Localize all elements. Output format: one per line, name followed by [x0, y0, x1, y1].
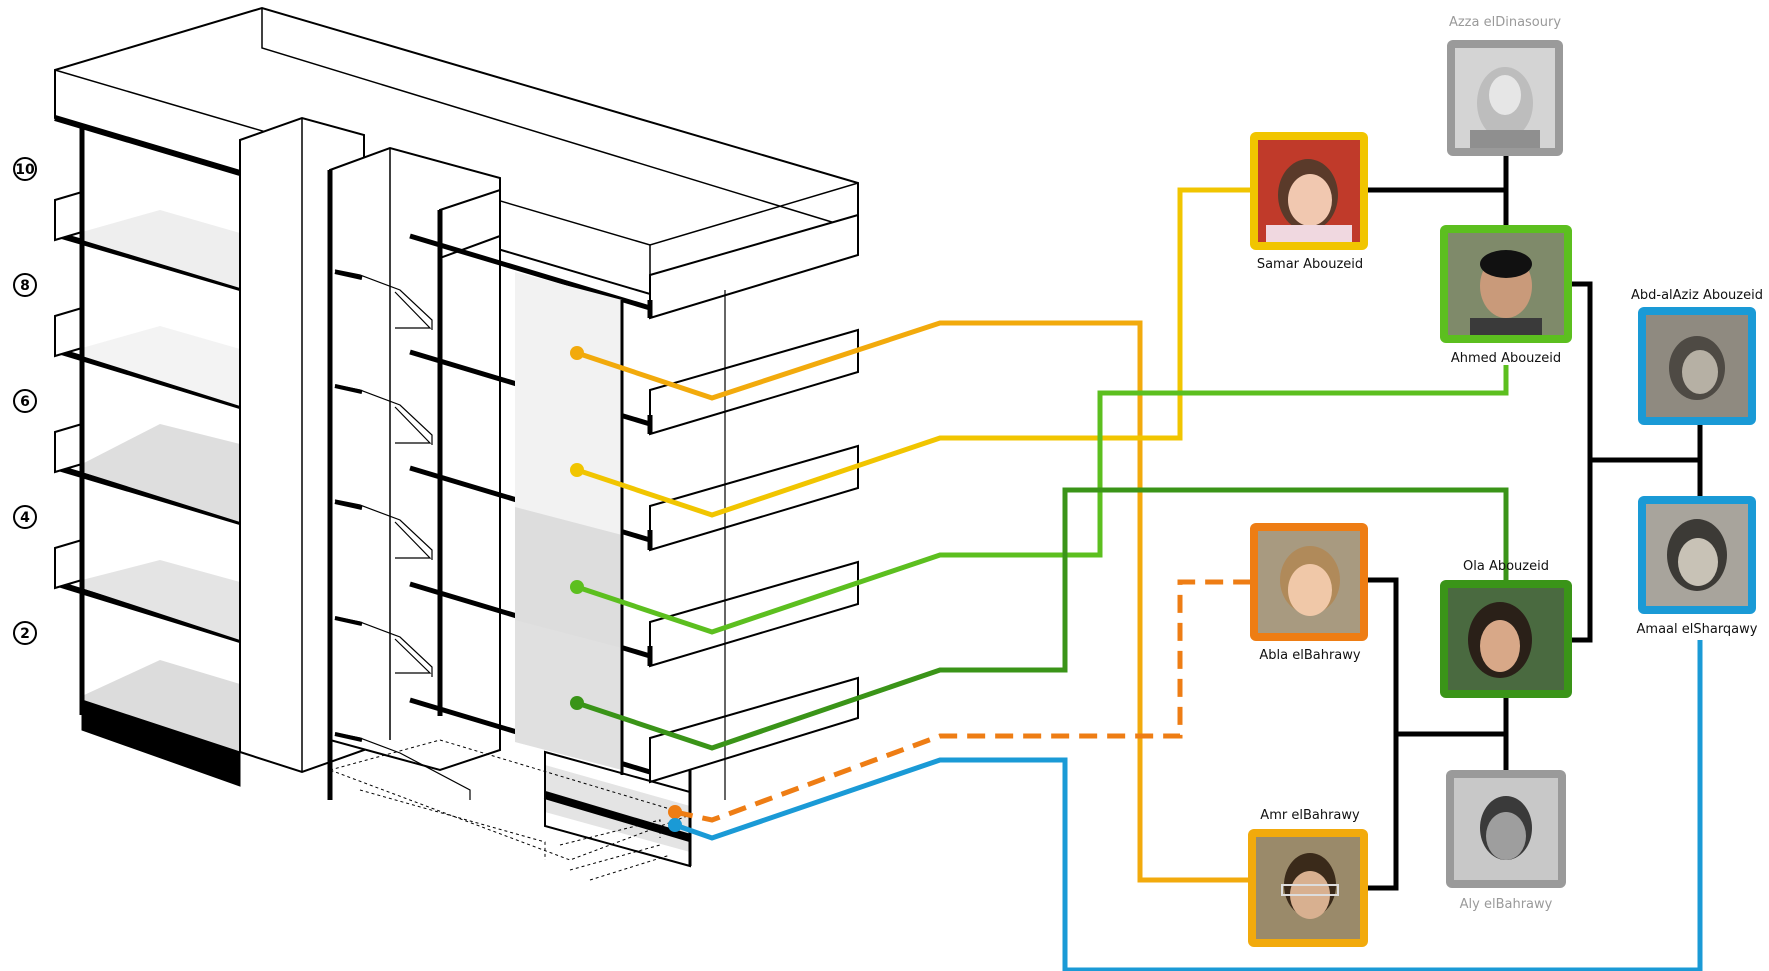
svg-text:10: 10	[15, 162, 35, 178]
portrait-amr	[1248, 829, 1368, 947]
connector-ahmed	[576, 365, 1509, 635]
floor-marker-4: 4	[13, 505, 37, 529]
label-amaal: Amaal elSharqawy	[1637, 622, 1758, 637]
portrait-azza	[1447, 40, 1563, 156]
building-axonometric	[54, 6, 859, 881]
connector-amr	[576, 320, 1248, 883]
label-ahmed: Ahmed Abouzeid	[1451, 351, 1561, 366]
label-abla: Abla elBahrawy	[1259, 648, 1361, 663]
left-floors	[54, 115, 241, 643]
label-ola: Ola Abouzeid	[1463, 559, 1549, 574]
label-abd: Abd-alAziz Abouzeid	[1631, 288, 1763, 303]
portrait-abla	[1250, 523, 1368, 641]
connector-ola	[576, 487, 1509, 751]
svg-text:4: 4	[20, 510, 30, 526]
floor-marker-2: 2	[13, 621, 37, 645]
floor-marker-6: 6	[13, 389, 37, 413]
portrait-ola	[1440, 580, 1572, 698]
portrait-aly	[1446, 770, 1566, 888]
portrait-amaal	[1638, 496, 1756, 614]
base-slab	[81, 699, 241, 787]
portrait-ahmed	[1440, 225, 1572, 343]
connector-abla	[674, 579, 1250, 823]
svg-text:6: 6	[20, 394, 30, 410]
portrait-samar	[1250, 132, 1368, 250]
label-azza: Azza elDinasoury	[1449, 15, 1561, 30]
floor-marker-10: 10	[13, 157, 37, 181]
label-aly: Aly elBahrawy	[1460, 897, 1553, 912]
floor-marker-8: 8	[13, 273, 37, 297]
svg-text:8: 8	[20, 278, 30, 294]
connector-amaal	[674, 640, 1703, 971]
connector-dots	[570, 346, 682, 832]
family-tree-lines	[1368, 156, 1703, 891]
basement-dashed	[328, 739, 692, 881]
label-amr: Amr elBahrawy	[1260, 808, 1360, 823]
floor-markers: 10 8 6 4 2	[13, 157, 37, 645]
connector-samar	[576, 187, 1250, 518]
portrait-abd	[1638, 307, 1756, 425]
label-samar: Samar Abouzeid	[1257, 257, 1363, 272]
portraits: Azza elDinasoury Samar Abouzeid Ahmed Ab…	[1248, 15, 1763, 947]
svg-text:2: 2	[20, 626, 30, 642]
